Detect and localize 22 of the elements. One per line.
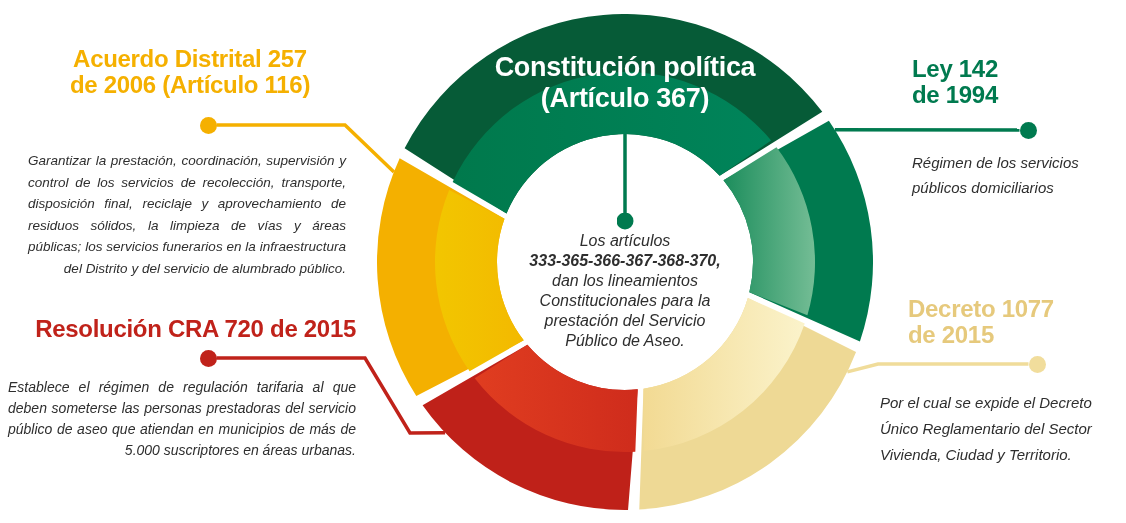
leader-line xyxy=(834,128,1020,132)
leader-line xyxy=(846,362,1029,374)
heading: Decreto 1077 de 2015 xyxy=(908,296,1055,348)
dot-icon xyxy=(199,349,217,367)
description: Establece el régimen de regulación tarifaria al que deben someterse las personas prestadoras del servicio público de aseo que atiendan en municipios de más de 5.000 suscriptores en áreas urbanas. xyxy=(8,378,356,460)
description: Garantizar la prestación, coordinación, supervisión y control de los servicios de recolección, transporte, disposición final, reciclaje y aprovechamiento de residuos sólidos, la limpieza de vías y áreas públicas; los servicios funerarios en la infraestructura del Distrito y del servicio de alumbrado público. xyxy=(28,152,346,278)
ring-segment xyxy=(723,120,873,342)
description: Régimen de los servicios públicos domiciliarios xyxy=(912,153,1080,198)
ring-segment xyxy=(377,158,524,396)
leader-line xyxy=(216,356,446,435)
leader-line xyxy=(216,123,396,174)
dot-icon xyxy=(1019,121,1037,139)
dot-icon xyxy=(1028,355,1046,373)
dot-icon xyxy=(199,116,217,134)
heading: Resolución CRA 720 de 2015 xyxy=(34,316,356,342)
segment-title: Constitución política (Artículo 367) xyxy=(493,52,757,114)
heading: Ley 142 de 1994 xyxy=(912,56,1000,108)
heading: Acuerdo Distrital 257 de 2006 (Artículo 116) xyxy=(68,46,312,98)
description: Los artículos 333-365-366-367-368-370, dan los lineamientos Constitucionales para la prestación del Servicio Público de Aseo. xyxy=(522,221,728,351)
ring-segment xyxy=(422,344,638,510)
leader-line xyxy=(616,134,634,230)
description: Por el cual se expide el Decreto Único Reglamentario del Sector Vivienda, Ciudad y Territorio. xyxy=(880,393,1093,465)
